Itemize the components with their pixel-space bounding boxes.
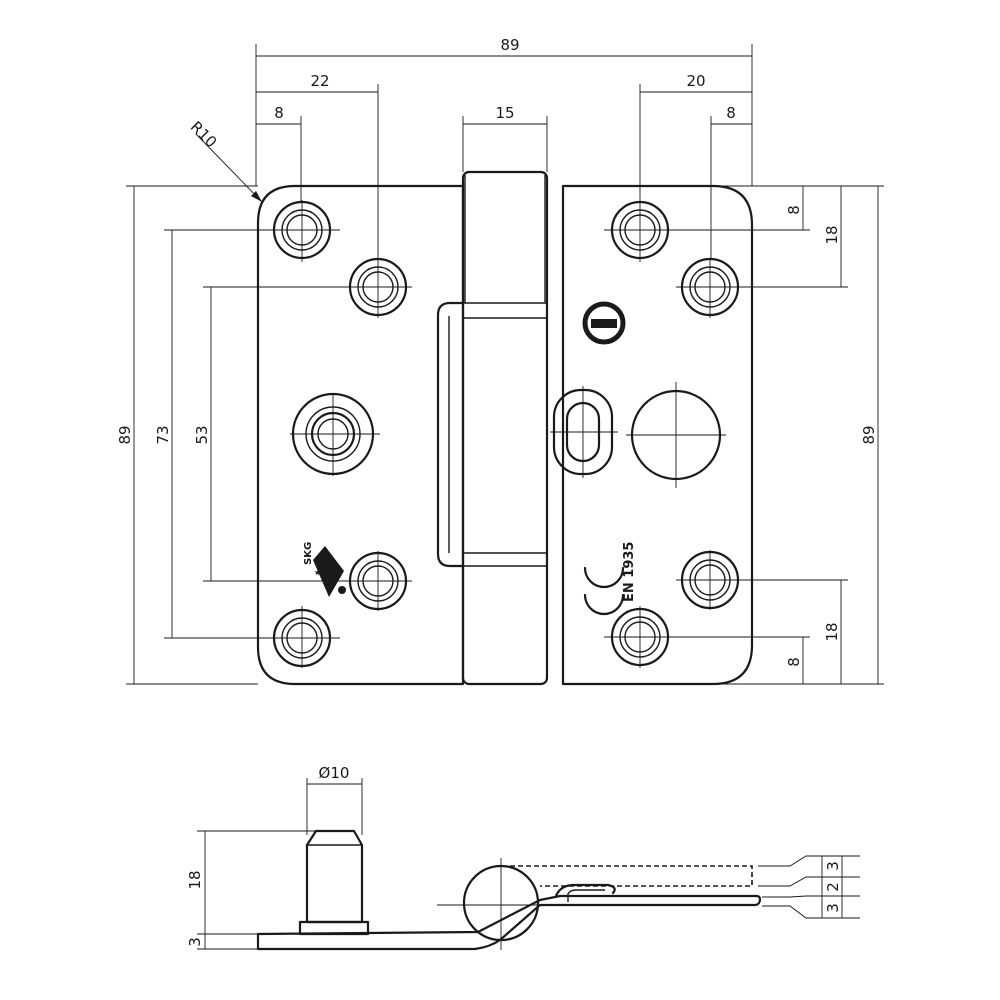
- left-leaf-outline: [256, 184, 465, 686]
- screw-holes: [272, 200, 740, 668]
- front-view: I EN 1935 ★ ★ SKG: [256, 170, 754, 686]
- ce-marking: EN 1935: [583, 542, 637, 616]
- dim-height-73: 73: [154, 425, 172, 444]
- dim-overall-width: 89: [500, 36, 519, 54]
- dim-plate-thickness: 3: [186, 937, 204, 947]
- dim-leaf-3-top: 3: [824, 861, 842, 871]
- dim-right-bottom-8: 8: [785, 657, 803, 667]
- dim-leaf-3-bottom: 3: [824, 903, 842, 913]
- leaf-cutout: [436, 301, 465, 568]
- dim-leaf-2: 2: [824, 882, 842, 892]
- knuckle-outline: [461, 170, 549, 686]
- dim-knuckle-width: 15: [495, 104, 514, 122]
- base-plate-outline: [256, 894, 762, 951]
- dim-left-hole-offset: 22: [310, 72, 329, 90]
- dim-right-hole-offset: 20: [686, 72, 705, 90]
- certification-badge: ★ ★ SKG: [303, 542, 346, 597]
- dim-right-bottom-18: 18: [823, 622, 841, 641]
- dim-corner-radius: R10: [187, 118, 221, 152]
- pin-collar: [298, 920, 370, 936]
- dim-right-edge-hole: 8: [726, 104, 736, 122]
- dimensions-front: 89 22 8 15 20 8 R10 89 73 53 89 8 18 18 …: [116, 36, 884, 685]
- svg-text:EN 1935: EN 1935: [622, 542, 637, 602]
- dim-left-edge-hole: 8: [274, 104, 284, 122]
- right-leaf-outline: [561, 184, 754, 686]
- dim-right-top-8: 8: [785, 205, 803, 215]
- side-view: [256, 829, 762, 951]
- dim-height-right: 89: [860, 425, 878, 444]
- center-lines: [268, 200, 742, 668]
- svg-text:I: I: [602, 321, 605, 331]
- dim-pin-diameter: Ø10: [319, 764, 350, 782]
- grade-mark-symbol: I: [582, 301, 626, 345]
- dim-right-top-18: 18: [823, 225, 841, 244]
- dim-pin-height: 18: [186, 870, 204, 889]
- dimensions-side: Ø10 18 3 3 2 3: [186, 764, 860, 950]
- dim-height-left: 89: [116, 425, 134, 444]
- dim-height-53: 53: [193, 425, 211, 444]
- svg-text:SKG: SKG: [303, 542, 314, 565]
